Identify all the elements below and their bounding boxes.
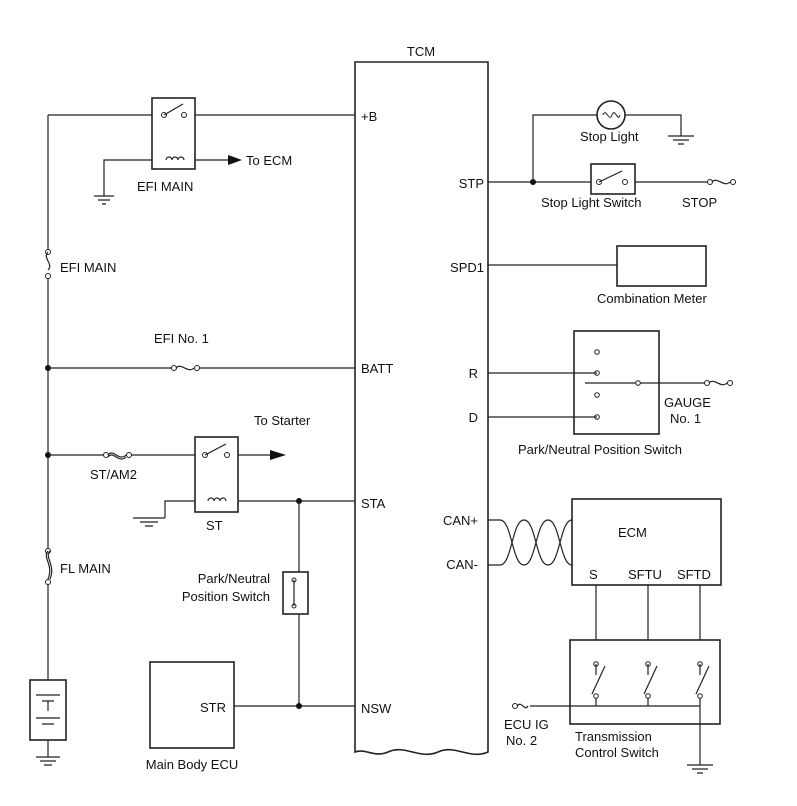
- main-power-bus: [47, 114, 152, 680]
- efi-main-relay-label: EFI MAIN: [137, 179, 193, 194]
- stop-light-switch-label: Stop Light Switch: [541, 195, 641, 210]
- tcm-block: TCM: [354, 44, 489, 756]
- tcs-line1: Transmission: [575, 729, 652, 744]
- gauge-fuse-line1: GAUGE: [664, 395, 711, 410]
- ecm-pin-sftu: SFTU: [628, 567, 662, 582]
- efi-no1-circuit: EFI No. 1: [45, 331, 355, 371]
- ecm-pin-s: S: [589, 567, 598, 582]
- to-starter-label: To Starter: [254, 413, 311, 428]
- left-pn-switch: Park/Neutral Position Switch: [182, 498, 309, 706]
- st-relay: ST To Starter: [133, 413, 355, 533]
- left-pn-switch-line1: Park/Neutral: [198, 571, 270, 586]
- st-am2-circuit: ST/AM2: [45, 452, 195, 482]
- stop-fuse-label: STOP: [682, 195, 717, 210]
- fl-main-label: FL MAIN: [60, 561, 111, 576]
- pin-batt-label: BATT: [361, 361, 393, 376]
- main-body-ecu: STR Main Body ECU: [146, 661, 355, 772]
- ecu-ig-line1: ECU IG: [504, 717, 549, 732]
- efi-main-fuse-label: EFI MAIN: [60, 260, 116, 275]
- fl-main-fuse: FL MAIN: [45, 548, 111, 585]
- transmission-control-switch: ECU IG No. 2 Transmission Control Switch: [504, 585, 721, 774]
- ecm-block: ECM S SFTU SFTD: [571, 498, 722, 586]
- can-bus: [488, 519, 573, 566]
- right-pn-switch-label: Park/Neutral Position Switch: [518, 442, 682, 457]
- ecm-label: ECM: [618, 525, 647, 540]
- efi-main-fuse: EFI MAIN: [45, 249, 116, 279]
- pin-nsw-label: NSW: [361, 701, 392, 716]
- gauge-fuse-line2: No. 1: [670, 411, 701, 426]
- st-am2-label: ST/AM2: [90, 467, 137, 482]
- pin-d-label: D: [469, 410, 478, 425]
- tcs-line2: Control Switch: [575, 745, 659, 760]
- battery-icon: [29, 679, 67, 766]
- pin-can-plus-label: CAN+: [443, 513, 478, 528]
- ecm-pin-sftd: SFTD: [677, 567, 711, 582]
- right-pn-switch: GAUGE No. 1 Park/Neutral Position Switch: [488, 330, 733, 457]
- stop-light-label: Stop Light: [580, 129, 639, 144]
- efi-no1-label: EFI No. 1: [154, 331, 209, 346]
- efi-main-relay: EFI MAIN To ECM: [94, 97, 355, 205]
- pin-spd1-label: SPD1: [450, 260, 484, 275]
- st-relay-label: ST: [206, 518, 223, 533]
- tcm-title: TCM: [407, 44, 435, 59]
- ecu-ig-line2: No. 2: [506, 733, 537, 748]
- left-pn-switch-line2: Position Switch: [182, 589, 270, 604]
- pin-b-label: +B: [361, 109, 377, 124]
- combination-meter-label: Combination Meter: [597, 291, 707, 306]
- to-ecm-label: To ECM: [246, 153, 292, 168]
- main-body-ecu-label: Main Body ECU: [146, 757, 238, 772]
- stop-light-circuit: Stop Light Stop Light Switch STOP: [488, 100, 736, 210]
- pin-sta-label: STA: [361, 496, 386, 511]
- pin-can-minus-label: CAN-: [446, 557, 478, 572]
- str-pin-label: STR: [200, 700, 226, 715]
- pin-stp-label: STP: [459, 176, 484, 191]
- pin-r-label: R: [469, 366, 478, 381]
- combination-meter: Combination Meter: [488, 245, 707, 306]
